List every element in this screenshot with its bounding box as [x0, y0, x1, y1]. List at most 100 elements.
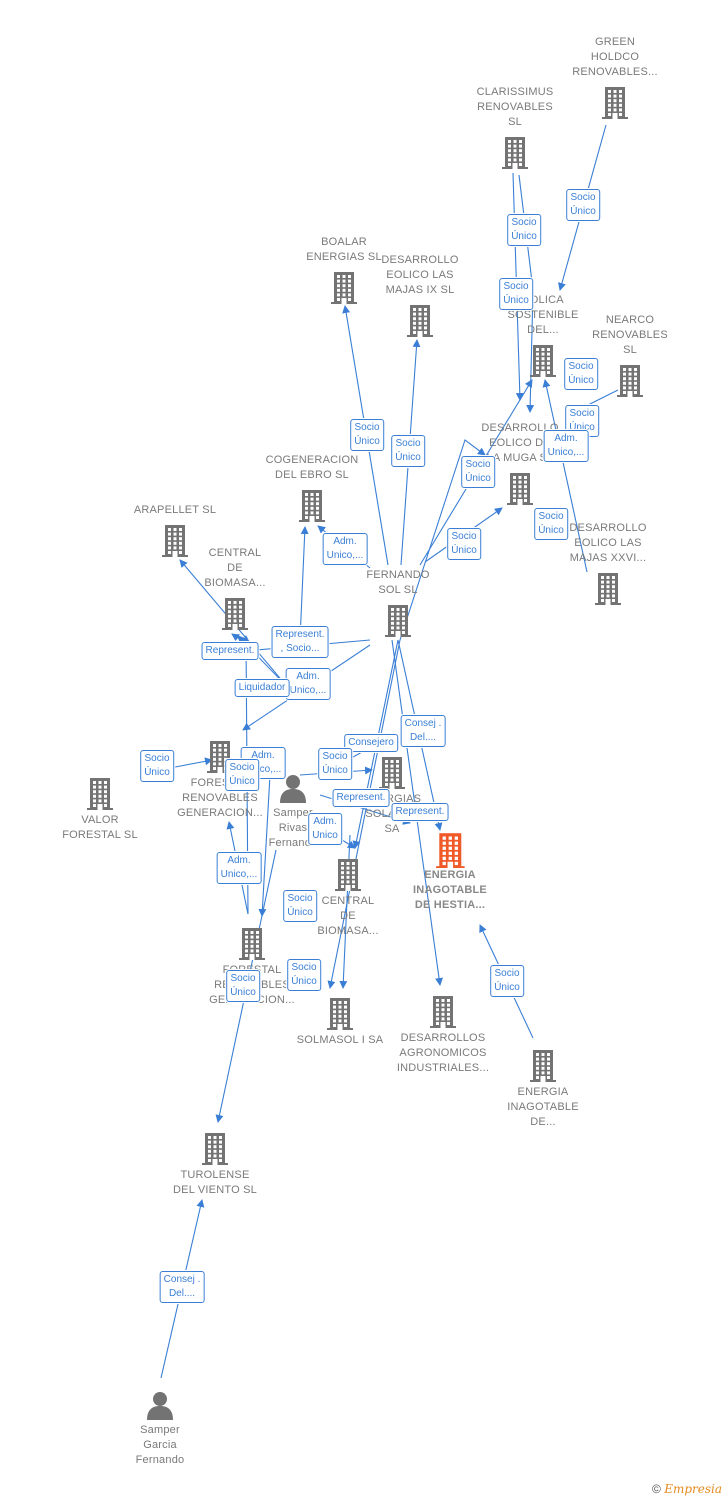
node-label-line: GREEN: [594, 36, 636, 48]
building-icon: [602, 85, 628, 124]
node-label-line: ARAPELLET SL: [133, 504, 217, 516]
node-hidden[interactable]: ENERGIASSOLARESSA: [363, 757, 421, 835]
node-label-line: DE: [340, 910, 356, 922]
relation-label-line: Único: [569, 422, 595, 433]
building-icon: [385, 603, 411, 642]
node-label-line: DESARROLLO: [569, 522, 647, 534]
relation-label-line: Socio: [465, 459, 491, 470]
relation-label[interactable]: Adm.Unico,...: [322, 533, 368, 565]
edge-line: [169, 757, 213, 769]
node-label-line: DEL VIENTO SL: [173, 1184, 257, 1196]
building-icon: [407, 303, 433, 342]
relation-label-line: Unico,...: [220, 869, 258, 880]
node-label-line: Fernando: [268, 837, 318, 849]
node-label-line: SOL SL: [378, 584, 418, 596]
node-forest2[interactable]: FORESTALRENOVABLESGENERACION...: [209, 928, 295, 1006]
node-label-line: LA MUGA SL: [486, 452, 554, 464]
node-label-line: CENTRAL: [321, 895, 375, 907]
building-icon: [430, 994, 456, 1033]
relation-label-line: Represent.: [205, 645, 255, 656]
building-icon: [299, 488, 325, 527]
relation-label-line: Unico,...: [289, 685, 327, 696]
node-label-line: HOLDCO: [590, 51, 640, 63]
relation-label-line: Socio: [395, 438, 421, 449]
relation-label[interactable]: Adm.Unico,...: [285, 668, 331, 700]
relation-label[interactable]: Represent.: [201, 642, 259, 660]
footer-brand[interactable]: © Empresia: [652, 1482, 722, 1496]
relation-label-line: Socio: [538, 511, 564, 522]
relation-label[interactable]: Consejero: [344, 734, 398, 752]
relation-label-line: Represent.: [336, 792, 386, 803]
node-label-line: DESARROLLOS: [400, 1032, 486, 1044]
relation-label[interactable]: Represent.: [391, 803, 449, 821]
building-icon: [327, 996, 353, 1035]
relation-label-line: Adm.: [227, 855, 251, 866]
building-icon: [162, 523, 188, 562]
relation-label[interactable]: Represent., Socio...: [271, 626, 329, 658]
node-label: SOLMASOL I SA: [280, 1033, 400, 1048]
relation-label-line: Socio: [287, 893, 313, 904]
node-arapellet[interactable]: ARAPELLET SL: [134, 504, 216, 557]
relation-label[interactable]: Adm. Unico: [308, 813, 342, 845]
node-label-line: DESARROLLO: [481, 422, 559, 434]
node-solmasol[interactable]: SOLMASOL I SA: [297, 998, 383, 1046]
relation-label[interactable]: Represent.: [332, 789, 390, 807]
relation-label-line: Único: [230, 987, 256, 998]
node-label-line: CENTRAL: [208, 547, 262, 559]
relation-label-line: Socio: [291, 962, 317, 973]
relation-label-line: Unico: [312, 830, 338, 841]
relation-label-line: Adm.: [313, 816, 337, 827]
relation-label[interactable]: Adm.Unico,...: [543, 430, 589, 462]
building-icon: [436, 831, 465, 873]
building-icon: [202, 1131, 228, 1170]
relation-label-line: Represent.: [395, 806, 445, 817]
relation-label[interactable]: Consej .Del....: [159, 1271, 205, 1303]
relation-label-line: Único: [322, 765, 348, 776]
relation-label[interactable]: Consej .Del....: [400, 715, 446, 747]
relation-label[interactable]: Adm. Unico,...: [216, 852, 262, 884]
relation-label[interactable]: Liquidador: [234, 679, 290, 697]
brand-name: Empresia: [664, 1482, 722, 1496]
node-label-line: SOSTENIBLE: [507, 309, 579, 321]
edge-line: [542, 379, 588, 573]
